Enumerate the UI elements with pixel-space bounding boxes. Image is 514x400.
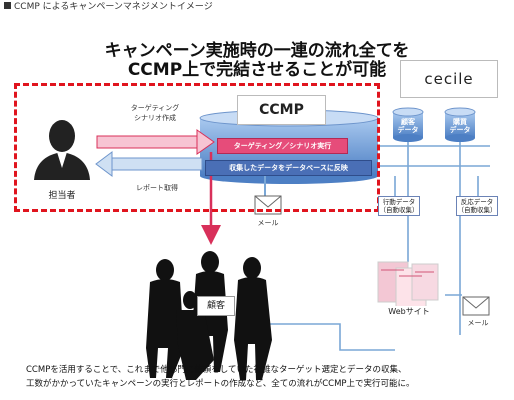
- footer-line2: 工数がかかっていたキャンペーンの実行とレポートの作成など、全ての流れがCCMP上…: [26, 379, 415, 389]
- web-site-label: Webサイト: [384, 306, 434, 317]
- targeting-arrow: [96, 129, 215, 155]
- customer-to-web-line: [250, 323, 395, 351]
- mail-icon: [462, 296, 490, 316]
- reflect-db-bar: 収集したデータをデータベースに反映: [205, 160, 372, 176]
- page-header-title: CCMP によるキャンペーンマネジメントイメージ: [14, 2, 213, 12]
- ccmp-scope-frame: [14, 83, 380, 212]
- cecile-label-box: cecile: [400, 60, 498, 98]
- report-label: レポート取得: [136, 184, 178, 192]
- headline-line1: キャンペーン実施時の一連の流れ全てを: [104, 41, 410, 61]
- website-thumbnail: [377, 261, 439, 309]
- bullet-square-icon: [4, 2, 11, 9]
- ccmp-label-box: CCMP: [237, 95, 326, 125]
- customer-label: 顧客: [197, 296, 235, 316]
- purchase-data-label: 購買 データ: [449, 118, 471, 134]
- page-header: CCMP によるキャンペーンマネジメントイメージ: [0, 0, 514, 14]
- behavior-data-label: 行動データ （自動収集）: [378, 196, 420, 216]
- person-label: 担当者: [48, 191, 76, 201]
- response-data-label: 反応データ （自動収集）: [456, 196, 498, 216]
- headline-line2: CCMP上で完結させることが可能: [127, 60, 387, 80]
- targeting-label: ターゲティング シナリオ作成: [130, 104, 180, 122]
- customer-data-db: [392, 107, 424, 142]
- mail-label-bottom: メール: [467, 319, 489, 327]
- cecile-label: cecile: [424, 70, 474, 88]
- customer-data-label: 顧客 データ: [397, 118, 419, 134]
- targeting-exec-bar: ターゲティング／シナリオ実行: [217, 138, 348, 154]
- person-silhouette-icon: [34, 120, 90, 180]
- mail-label-top: メール: [257, 219, 279, 227]
- footer-line1: CCMPを活用することで、これまで他部門に依頼をしていた複雑なターゲット選定とデ…: [26, 365, 407, 375]
- purchase-data-db: [444, 107, 476, 142]
- report-arrow: [95, 151, 203, 177]
- ccmp-label: CCMP: [259, 102, 304, 118]
